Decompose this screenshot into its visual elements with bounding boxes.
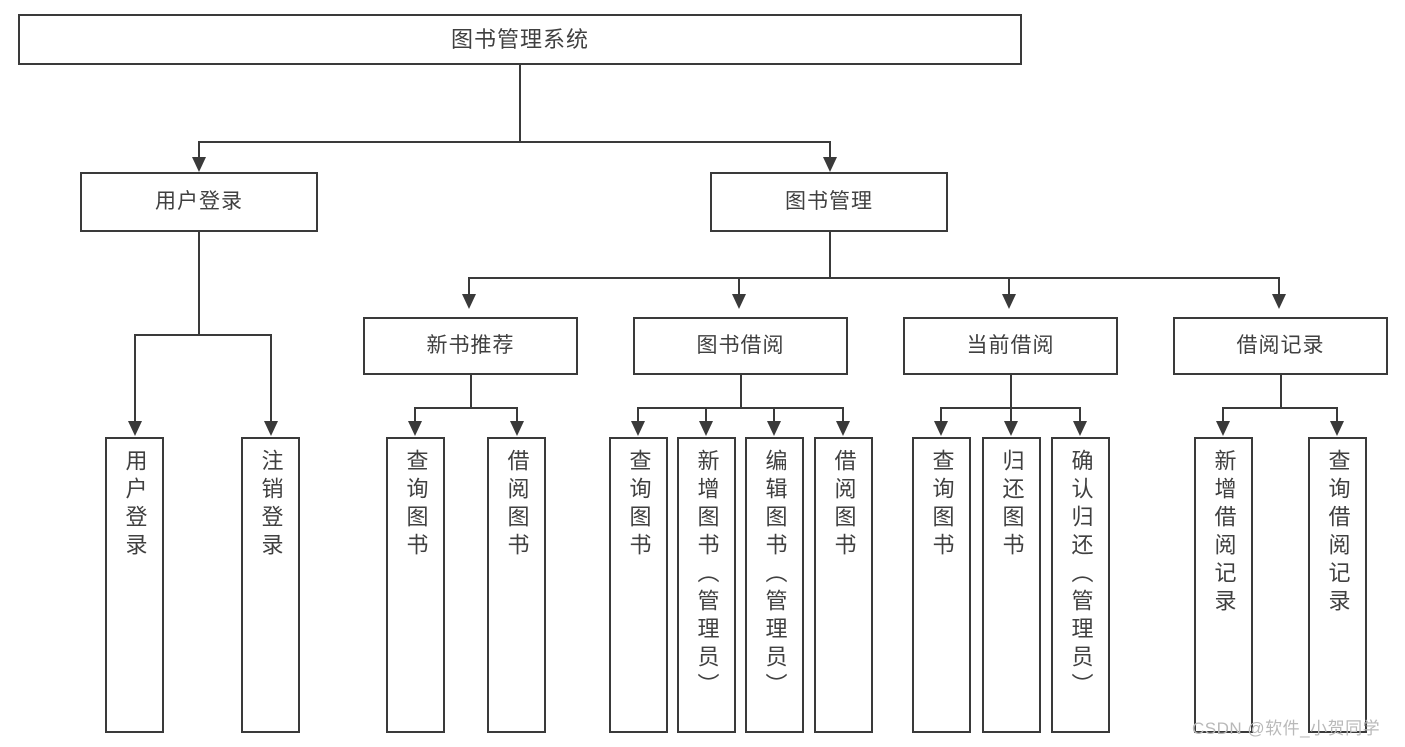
node-label: 借阅图书	[831, 449, 857, 561]
connector-book-borrow-stem	[740, 375, 742, 409]
node-book-management[interactable]: 图书管理	[710, 172, 948, 232]
node-label: 新书推荐	[426, 333, 515, 357]
connector-new-book-stem	[470, 375, 472, 409]
node-label: 当前借阅	[966, 333, 1055, 357]
arrowhead-root-to-user-login	[192, 157, 206, 172]
arrowhead-bm-to-book-borrow	[732, 294, 746, 309]
arrowhead-book-borrow-leaf-1	[631, 421, 645, 436]
csdn-watermark: CSDN @软件_小贺同学	[1192, 719, 1381, 738]
arrowhead-book-borrow-leaf-4	[836, 421, 850, 436]
connector-bm-to-new-book	[468, 277, 470, 294]
node-label: 确认归还（管理员）	[1068, 449, 1094, 701]
leaf-current-borrow-return-books[interactable]: 归还图书	[982, 437, 1041, 733]
connector-borrow-record-stem	[1280, 375, 1282, 409]
connector-book-borrow-leaf-1	[637, 407, 639, 421]
connector-root-bar	[198, 141, 831, 143]
connector-borrow-record-leaf-2	[1336, 407, 1338, 421]
node-new-book-recommend[interactable]: 新书推荐	[363, 317, 578, 375]
connector-new-book-leaf-2	[516, 407, 518, 421]
leaf-new-book-query-books[interactable]: 查询图书	[386, 437, 445, 733]
node-label: 编辑图书（管理员）	[762, 449, 788, 701]
arrowhead-book-borrow-leaf-2	[699, 421, 713, 436]
arrowhead-user-login-leaf-1	[128, 421, 142, 436]
node-label: 借阅图书	[504, 449, 530, 561]
arrowhead-new-book-leaf-2	[510, 421, 524, 436]
node-label: 查询图书	[403, 449, 429, 561]
connector-user-login-stem	[198, 232, 200, 335]
arrowhead-current-borrow-leaf-3	[1073, 421, 1087, 436]
connector-book-management-bar	[468, 277, 1280, 279]
connector-new-book-leaf-1	[414, 407, 416, 421]
node-label: 借阅记录	[1236, 333, 1325, 357]
connector-book-management-stem	[829, 232, 831, 278]
connector-book-borrow-leaf-2	[705, 407, 707, 421]
leaf-current-borrow-confirm-return-admin[interactable]: 确认归还（管理员）	[1051, 437, 1110, 733]
node-label: 新增借阅记录	[1211, 449, 1237, 617]
node-current-borrow[interactable]: 当前借阅	[903, 317, 1118, 375]
node-root-book-management-system[interactable]: 图书管理系统	[18, 14, 1022, 65]
leaf-current-borrow-query-books[interactable]: 查询图书	[912, 437, 971, 733]
connector-user-login-bar	[134, 334, 272, 336]
arrowhead-root-to-book-management	[823, 157, 837, 172]
leaf-user-login[interactable]: 用户登录	[105, 437, 164, 733]
node-borrow-record[interactable]: 借阅记录	[1173, 317, 1388, 375]
arrowhead-bm-to-current-borrow	[1002, 294, 1016, 309]
arrowhead-borrow-record-leaf-2	[1330, 421, 1344, 436]
arrowhead-current-borrow-leaf-1	[934, 421, 948, 436]
leaf-book-borrow-query-books[interactable]: 查询图书	[609, 437, 668, 733]
node-label: 查询图书	[929, 449, 955, 561]
connector-root-to-book-management	[829, 141, 831, 157]
arrowhead-current-borrow-leaf-2	[1004, 421, 1018, 436]
connector-root-stem	[519, 65, 521, 142]
node-label: 用户登录	[122, 449, 148, 561]
node-user-login[interactable]: 用户登录	[80, 172, 318, 232]
connector-borrow-record-bar	[1222, 407, 1338, 409]
connector-root-to-user-login	[198, 141, 200, 157]
arrowhead-borrow-record-leaf-1	[1216, 421, 1230, 436]
connector-current-borrow-stem	[1010, 375, 1012, 409]
arrowhead-book-borrow-leaf-3	[767, 421, 781, 436]
connector-book-borrow-leaf-4	[842, 407, 844, 421]
leaf-book-borrow-add-book-admin[interactable]: 新增图书（管理员）	[677, 437, 736, 733]
arrowhead-bm-to-new-book	[462, 294, 476, 309]
connector-book-borrow-leaf-3	[773, 407, 775, 421]
node-label: 图书借阅	[696, 333, 785, 357]
connector-user-login-to-leaf-1	[134, 334, 136, 421]
leaf-book-borrow-edit-book-admin[interactable]: 编辑图书（管理员）	[745, 437, 804, 733]
node-label: 图书管理系统	[450, 26, 589, 52]
connector-bm-to-book-borrow	[738, 277, 740, 294]
node-book-borrow[interactable]: 图书借阅	[633, 317, 848, 375]
leaf-logout-login[interactable]: 注销登录	[241, 437, 300, 733]
node-label: 新增图书（管理员）	[694, 449, 720, 701]
node-label: 查询借阅记录	[1325, 449, 1351, 617]
node-label: 注销登录	[258, 449, 284, 561]
arrowhead-user-login-leaf-2	[264, 421, 278, 436]
node-label: 用户登录	[155, 189, 243, 213]
node-label: 查询图书	[626, 449, 652, 561]
leaf-borrow-record-query-record[interactable]: 查询借阅记录	[1308, 437, 1367, 733]
leaf-borrow-record-add-record[interactable]: 新增借阅记录	[1194, 437, 1253, 733]
connector-book-borrow-bar	[637, 407, 844, 409]
connector-borrow-record-leaf-1	[1222, 407, 1224, 421]
connector-bm-to-current-borrow	[1008, 277, 1010, 294]
connector-current-borrow-leaf-1	[940, 407, 942, 421]
connector-bm-to-borrow-record	[1278, 277, 1280, 294]
connector-current-borrow-leaf-3	[1079, 407, 1081, 421]
leaf-book-borrow-borrow-books[interactable]: 借阅图书	[814, 437, 873, 733]
node-label: 归还图书	[999, 449, 1025, 561]
arrowhead-new-book-leaf-1	[408, 421, 422, 436]
node-label: 图书管理	[785, 189, 873, 213]
connector-current-borrow-leaf-2	[1010, 407, 1012, 421]
connector-new-book-bar	[414, 407, 518, 409]
leaf-new-book-borrow-books[interactable]: 借阅图书	[487, 437, 546, 733]
connector-user-login-to-leaf-2	[270, 334, 272, 421]
arrowhead-bm-to-borrow-record	[1272, 294, 1286, 309]
